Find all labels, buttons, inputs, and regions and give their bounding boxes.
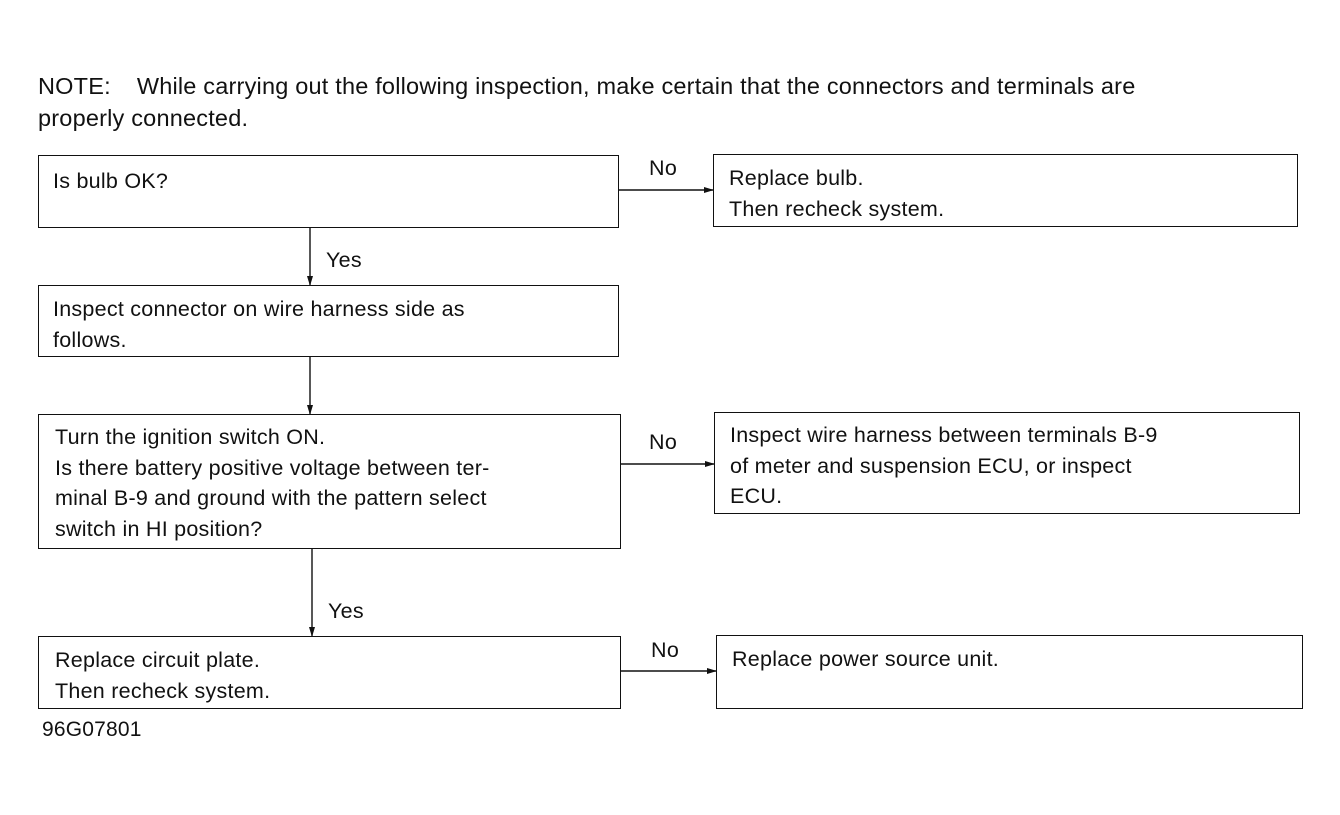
box-line: of meter and suspension ECU, or inspect	[730, 453, 1132, 478]
box-line: Inspect connector on wire harness side a…	[53, 297, 465, 321]
box-bulb-ok: Is bulb OK?	[38, 155, 619, 228]
label-no-ignition: No	[649, 430, 678, 454]
note-prefix: NOTE:	[38, 73, 111, 99]
box-line: Replace bulb.	[729, 166, 864, 190]
box-inspect-connector: Inspect connector on wire harness side a…	[38, 285, 619, 357]
box-replace-bulb: Replace bulb. Then recheck system.	[713, 154, 1298, 227]
note-line-2: properly connected.	[38, 105, 249, 131]
box-line: ECU.	[730, 484, 783, 508]
box-line: Is bulb OK?	[53, 169, 169, 193]
box-ignition-check: Turn the ignition switch ON. Is there ba…	[38, 414, 621, 549]
note-text: NOTE: While carrying out the following in…	[38, 70, 1308, 134]
box-line: switch in HI position?	[55, 516, 263, 541]
box-line: Replace power source unit.	[732, 647, 1000, 671]
box-line: Then recheck system.	[729, 196, 945, 221]
box-line: Is there battery positive voltage betwee…	[55, 455, 490, 480]
figure-code: 96G07801	[42, 718, 142, 741]
label-no-bulb: No	[649, 156, 678, 180]
box-line: follows.	[53, 327, 127, 352]
label-no-plate: No	[651, 638, 680, 662]
box-line: minal B-9 and ground with the pattern se…	[55, 486, 487, 510]
label-yes-ignition: Yes	[328, 599, 364, 623]
box-inspect-harness: Inspect wire harness between terminals B…	[714, 412, 1300, 514]
box-replace-power-source: Replace power source unit.	[716, 635, 1303, 709]
box-replace-circuit-plate: Replace circuit plate. Then recheck syst…	[38, 636, 621, 709]
box-line: Then recheck system.	[55, 678, 271, 703]
label-yes-bulb: Yes	[326, 248, 362, 272]
note-line-1: While carrying out the following inspect…	[136, 73, 1136, 99]
box-line: Turn the ignition switch ON.	[55, 425, 326, 449]
box-line: Replace circuit plate.	[55, 648, 261, 672]
box-line: Inspect wire harness between terminals B…	[730, 423, 1158, 447]
